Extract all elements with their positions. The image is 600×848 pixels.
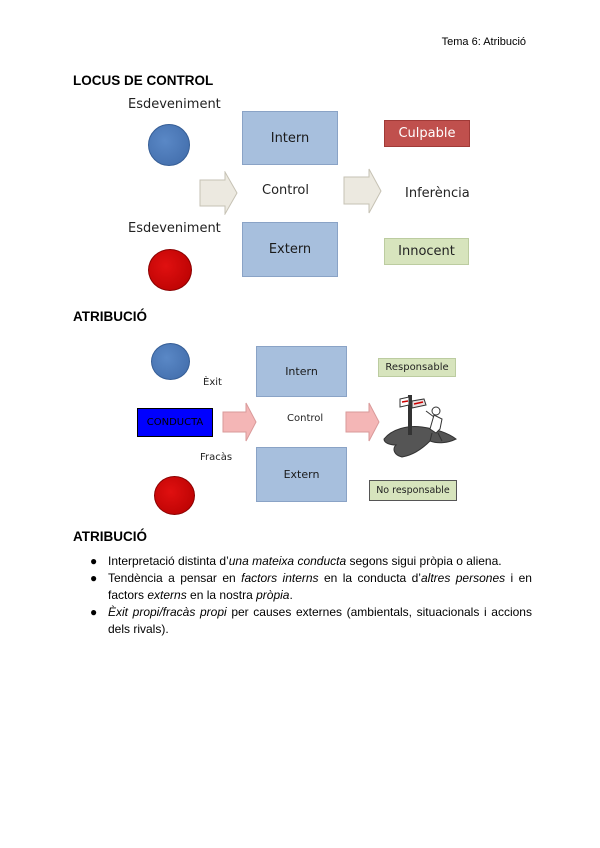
- arrow-right-icon-4: [345, 402, 380, 442]
- bullet-item: ● Èxit propi/fracàs propi per causes ext…: [90, 605, 532, 636]
- arrow-right-icon-1: [199, 171, 238, 215]
- fracas-label: Fracàs: [200, 452, 233, 463]
- extern-box: Extern: [242, 222, 338, 277]
- blue-circle-event: [148, 124, 190, 166]
- no-responsable-label: No responsable: [369, 480, 457, 501]
- control-label-2: Control: [287, 413, 324, 424]
- responsable-label: Responsable: [378, 358, 456, 377]
- bullet-icon: ●: [90, 605, 98, 619]
- control-label-1: Control: [262, 183, 309, 198]
- extern-box-2: Extern: [256, 447, 347, 502]
- section-title-locus: LOCUS DE CONTROL: [73, 73, 214, 88]
- innocent-label: Innocent: [384, 238, 469, 265]
- exit-label: Èxit: [203, 377, 222, 388]
- bullet-icon: ●: [90, 571, 98, 585]
- culpable-label: Culpable: [384, 120, 470, 147]
- inferencia-label: Inferència: [405, 186, 470, 201]
- intern-box: Intern: [242, 111, 338, 165]
- red-circle-fracas: [154, 476, 195, 515]
- signpost-illustration: [383, 395, 457, 458]
- esdeveniment-label-bottom: Esdeveniment: [128, 221, 221, 236]
- section-title-atribucio-2: ATRIBUCIÓ: [73, 529, 147, 544]
- bullet-list: ● Interpretació distinta d’una mateixa c…: [90, 553, 532, 638]
- bullet-item: ● Interpretació distinta d’una mateixa c…: [90, 554, 502, 568]
- intern-box-2: Intern: [256, 346, 347, 397]
- bullet-icon: ●: [90, 554, 98, 568]
- page-header: Tema 6: Atribució: [441, 36, 526, 48]
- bullet-item: ● Tendència a pensar en factors interns …: [90, 571, 532, 602]
- arrow-right-icon-2: [343, 168, 382, 214]
- blue-circle-exit: [151, 343, 190, 380]
- red-circle-event: [148, 249, 192, 291]
- arrow-right-icon-3: [222, 402, 257, 442]
- esdeveniment-label-top: Esdeveniment: [128, 97, 221, 112]
- conducta-box: CONDUCTA: [137, 408, 213, 437]
- section-title-atribucio-1: ATRIBUCIÓ: [73, 309, 147, 324]
